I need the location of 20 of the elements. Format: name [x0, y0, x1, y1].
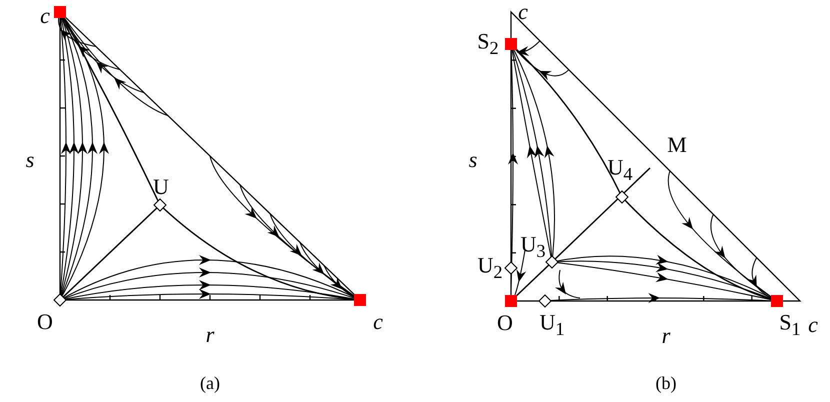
point-label: S$_{2}$ — [477, 30, 499, 58]
axis-label: s — [26, 149, 34, 171]
origin-label: O — [497, 312, 513, 334]
corner-label: c — [373, 311, 383, 333]
point-label: U$_{2}$ — [477, 254, 503, 282]
corner-label: c — [808, 314, 818, 336]
corner-label: c — [518, 1, 528, 23]
axis-label: r — [662, 325, 670, 347]
axis-label: s — [468, 149, 478, 171]
point-label: U$_{4}$ — [607, 156, 633, 184]
point-label: U$_{3}$ — [520, 234, 546, 260]
corner-label: c — [40, 5, 50, 27]
point-label: U$_{1}$ — [539, 312, 565, 338]
point-label: M — [667, 134, 687, 156]
panel-caption: (b) — [656, 374, 676, 392]
point-label: U — [153, 176, 169, 198]
panel-caption: (a) — [200, 374, 220, 392]
point-label: S$_{1}$ — [779, 312, 801, 338]
axis-label: r — [206, 324, 214, 346]
origin-label: O — [37, 311, 53, 333]
